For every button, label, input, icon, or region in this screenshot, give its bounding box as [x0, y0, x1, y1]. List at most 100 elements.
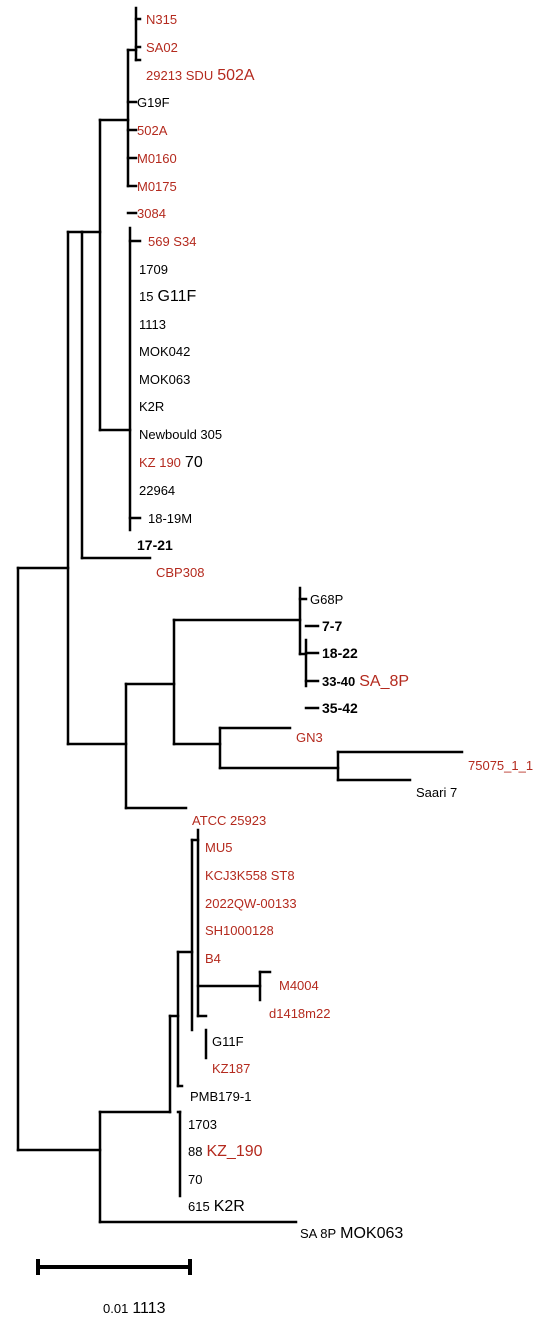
taxon-label-g11f: G11F: [212, 1034, 244, 1049]
taxon-label-22964: 22964: [139, 483, 175, 498]
taxon-label-part: G68P: [310, 592, 343, 607]
taxon-label-saari-7: Saari 7: [416, 785, 457, 800]
taxon-label-d1418m22: d1418m22: [269, 1006, 330, 1021]
taxon-label-part: 1709: [139, 262, 168, 277]
taxon-label-part: SA_8P: [359, 673, 409, 690]
taxon-label-part: 88: [188, 1144, 202, 1159]
taxon-label-615-k2r: 615 K2R: [188, 1198, 245, 1215]
taxon-label-part: MOK063: [340, 1225, 403, 1242]
scale-bar-label: 0.01 1113: [103, 1300, 166, 1317]
taxon-label-part: 615: [188, 1199, 210, 1214]
taxon-label-part: 502A: [217, 67, 255, 84]
taxon-label-part: MOK063: [139, 372, 190, 387]
taxon-label-part: M0175: [137, 179, 177, 194]
taxon-label-3084: 3084: [137, 206, 166, 221]
taxon-label-newbould-305: Newbould 305: [139, 427, 222, 442]
taxon-label-part: d1418m22: [269, 1006, 330, 1021]
taxon-label-part: M0160: [137, 151, 177, 166]
taxon-label-part: 70: [188, 1172, 202, 1187]
taxon-label-sh1000128: SH1000128: [205, 923, 274, 938]
taxon-label-part: 33-40: [322, 674, 355, 689]
taxon-label-gn3: GN3: [296, 730, 323, 745]
taxon-label-part: 18-19M: [148, 511, 192, 526]
taxon-label-m0160: M0160: [137, 151, 177, 166]
taxon-label-1703: 1703: [188, 1117, 217, 1132]
taxon-label-1709: 1709: [139, 262, 168, 277]
taxon-label-2022qw-00133: 2022QW-00133: [205, 896, 297, 911]
taxon-label-m0175: M0175: [137, 179, 177, 194]
taxon-label-part: 3084: [137, 206, 166, 221]
taxon-label-part: Newbould 305: [139, 427, 222, 442]
taxon-label-35-42: 35-42: [322, 700, 358, 716]
taxon-label-part: CBP308: [156, 565, 204, 580]
taxon-label-18-22: 18-22: [322, 645, 358, 661]
tree-branches: [16, 6, 464, 1275]
taxon-label-75075-1-1: 75075_1_1: [468, 758, 533, 773]
taxon-label-part: N315: [146, 12, 177, 27]
taxon-label-part: 7-7: [322, 618, 342, 634]
taxon-label-part: 75075_1_1: [468, 758, 533, 773]
taxon-label-part: K2R: [214, 1198, 245, 1215]
taxon-label-cbp308: CBP308: [156, 565, 204, 580]
taxon-label-g19f: G19F: [137, 95, 170, 110]
taxon-label-17-21: 17-21: [137, 537, 173, 553]
taxon-label-part: KZ187: [212, 1061, 250, 1076]
taxon-label-part: M4004: [279, 978, 319, 993]
taxon-label-569-s34: 569 S34: [148, 234, 196, 249]
taxon-label-part: Saari 7: [416, 785, 457, 800]
taxon-label-kcj3k558-st8: KCJ3K558 ST8: [205, 868, 295, 883]
taxon-label-part: KZ_190: [206, 1143, 262, 1160]
scale-bar-label-part: 0.01: [103, 1301, 128, 1316]
taxon-label-atcc-25923: ATCC 25923: [192, 813, 266, 828]
taxon-label-part: G19F: [137, 95, 170, 110]
scale-bar-label-part: 1113: [132, 1300, 165, 1317]
taxon-label-part: 18-22: [322, 645, 358, 661]
taxon-label-part: ATCC 25923: [192, 813, 266, 828]
taxon-label-part: 569 S34: [148, 234, 196, 249]
taxon-label-mok063: MOK063: [139, 372, 190, 387]
taxon-label-mok042: MOK042: [139, 344, 190, 359]
taxon-label-part: 2022QW-00133: [205, 896, 297, 911]
taxon-label-29213-sdu-502a: 29213 SDU 502A: [146, 67, 255, 84]
taxon-label-7-7: 7-7: [322, 618, 342, 634]
taxon-label-part: 17-21: [137, 537, 173, 553]
taxon-label-b4: B4: [205, 951, 221, 966]
taxon-label-part: G11F: [212, 1034, 244, 1049]
taxon-label-502a: 502A: [137, 123, 168, 138]
taxon-label-part: 35-42: [322, 700, 358, 716]
taxon-label-part: G11F: [157, 288, 196, 305]
taxon-label-part: 70: [185, 454, 203, 471]
taxon-label-sa02: SA02: [146, 40, 178, 55]
taxon-label-part: KZ 190: [139, 455, 181, 470]
scale-bar: 0.01 1113: [103, 1300, 166, 1317]
taxon-label-33-40-sa8p: 33-40 SA_8P: [322, 673, 409, 690]
taxon-label-n315: N315: [146, 12, 177, 27]
taxon-label-part: SH1000128: [205, 923, 274, 938]
taxon-label-part: 1703: [188, 1117, 217, 1132]
taxon-label-part: B4: [205, 951, 221, 966]
taxon-label-70: 70: [188, 1172, 202, 1187]
taxon-label-part: SA 8P: [300, 1226, 336, 1241]
taxon-label-part: MOK042: [139, 344, 190, 359]
taxon-label-g68p: G68P: [310, 592, 343, 607]
taxon-label-part: SA02: [146, 40, 178, 55]
taxon-label-sa8p-mok063: SA 8P MOK063: [300, 1225, 403, 1242]
taxon-label-part: K2R: [139, 399, 164, 414]
taxon-label-kz187: KZ187: [212, 1061, 250, 1076]
taxon-label-18-19m: 18-19M: [148, 511, 192, 526]
taxon-label-part: 1113: [139, 317, 166, 332]
taxon-label-m4004: M4004: [279, 978, 319, 993]
taxon-label-part: 22964: [139, 483, 175, 498]
taxon-label-part: 15: [139, 289, 153, 304]
taxon-label-part: 29213 SDU: [146, 68, 213, 83]
taxon-label-part: 502A: [137, 123, 168, 138]
taxon-label-mu5: MU5: [205, 840, 232, 855]
taxon-label-part: KCJ3K558 ST8: [205, 868, 295, 883]
taxon-label-pmb179-1: PMB179-1: [190, 1089, 251, 1104]
taxon-label-15-g11f: 15 G11F: [139, 288, 197, 305]
taxon-label-kz190-70: KZ 190 70: [139, 454, 203, 471]
taxon-label-88-kz190: 88 KZ_190: [188, 1143, 263, 1160]
taxon-label-part: MU5: [205, 840, 232, 855]
